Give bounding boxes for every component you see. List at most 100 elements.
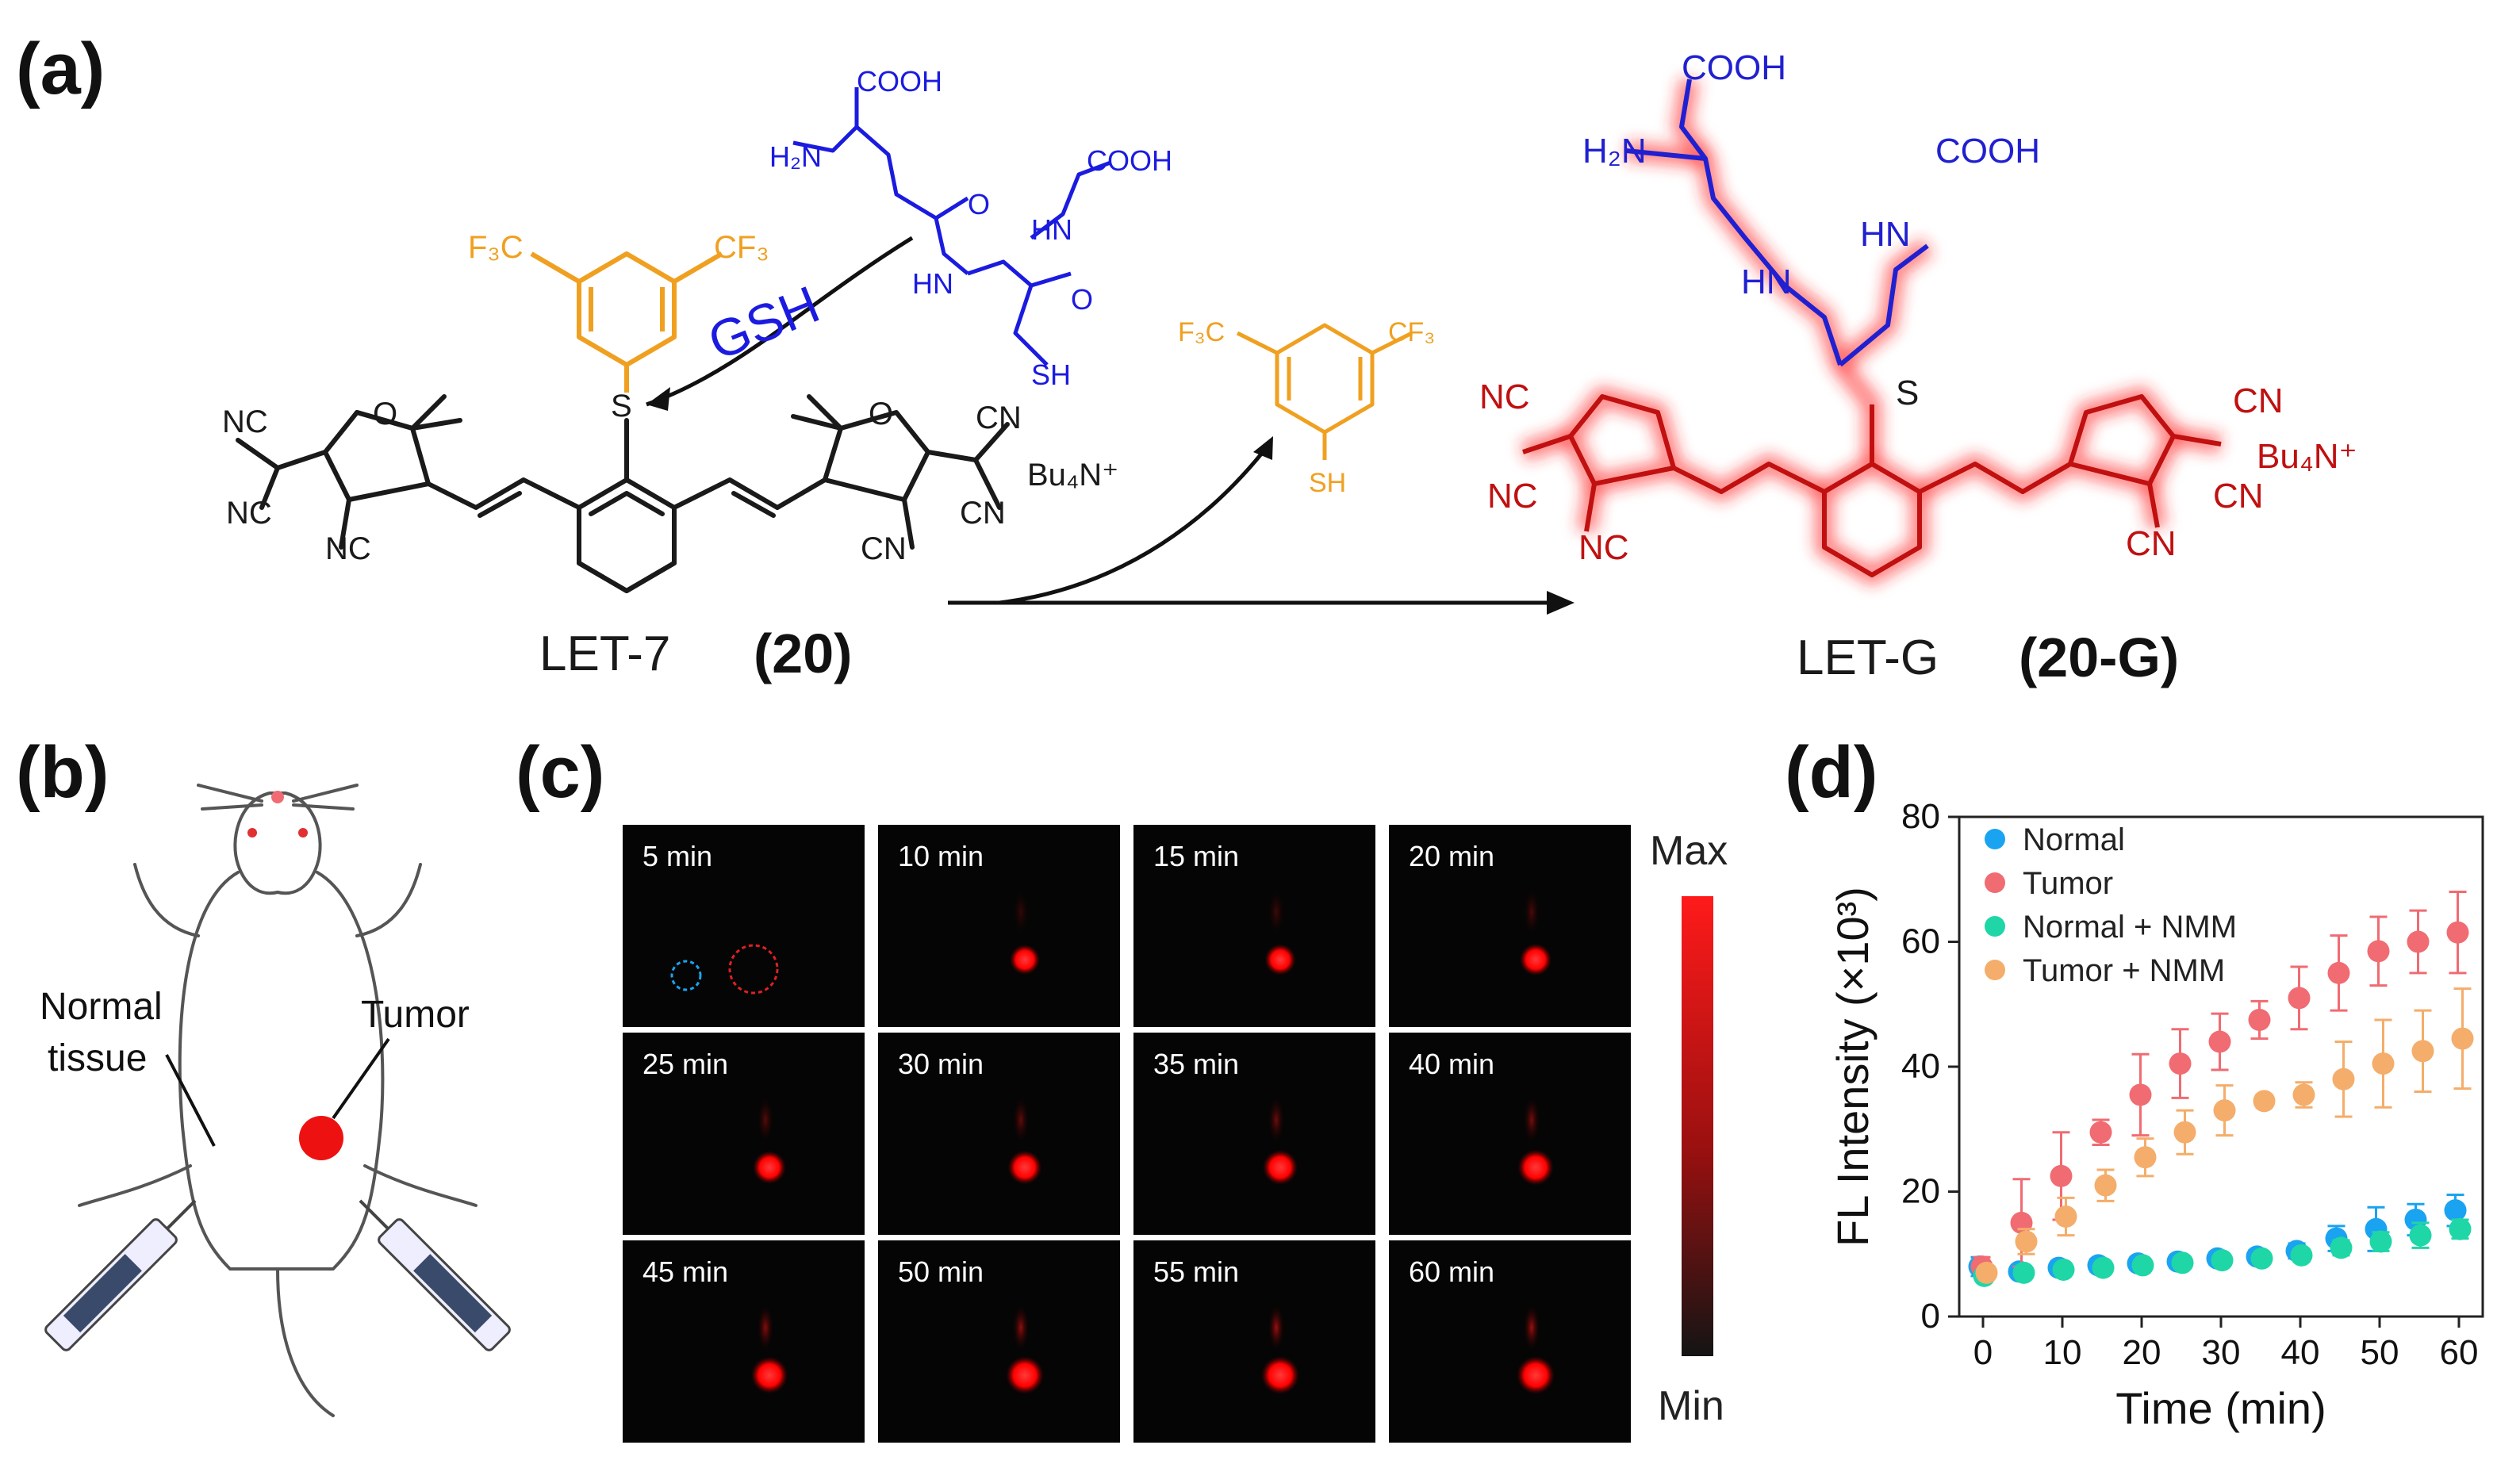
data-point: [2409, 1224, 2432, 1247]
frame-background: [878, 825, 1120, 1027]
frame-tile: 35 min: [1133, 1033, 1375, 1235]
frame-tile: 15 min: [1133, 825, 1375, 1027]
fluorescence-trail: [1013, 1305, 1029, 1350]
tumor-fluorescence-spot: [1261, 1356, 1299, 1394]
tumor-pointer: [332, 1037, 390, 1120]
panel-d-letter: (d): [1785, 732, 1878, 813]
letg-sulfur: S: [1896, 374, 1919, 412]
data-point: [2054, 1205, 2077, 1228]
data-point: [2369, 1230, 2392, 1253]
fluorescence-trail: [758, 1098, 773, 1142]
letg-cooh-1: COOH: [1682, 48, 1786, 87]
let7-aryl: [530, 251, 723, 393]
letg-cn-3: CN: [2126, 524, 2177, 563]
frame-time-label: 40 min: [1409, 1048, 1494, 1080]
legend-label: Tumor + NMM: [2023, 953, 2225, 988]
data-point: [2052, 1258, 2075, 1281]
y-tick-label: 20: [1901, 1172, 1940, 1211]
gsh-arrow: [646, 236, 914, 407]
gsh-o-2: O: [1071, 283, 1093, 316]
colorbar-max: Max: [1650, 828, 1728, 874]
gsh-structure: [792, 87, 1111, 366]
colorbar-min: Min: [1658, 1383, 1724, 1429]
legend-label: Normal + NMM: [2023, 910, 2237, 945]
tumor-fluorescence-spot: [1009, 944, 1041, 975]
colorbar: [1682, 896, 1713, 1356]
panel-a: (a): [16, 29, 2357, 688]
data-point: [2451, 1027, 2474, 1050]
legend-label: Tumor: [2023, 866, 2113, 901]
panel-b: (b) N: [16, 732, 511, 1417]
gsh-arrowhead: [646, 387, 670, 411]
data-point: [2330, 1236, 2353, 1259]
letg-name: LET-G: [1797, 631, 1939, 685]
tumor-fluorescence-spot: [753, 1151, 786, 1184]
frame-time-label: 45 min: [642, 1255, 728, 1288]
data-point: [2292, 1083, 2315, 1106]
data-point: [2211, 1249, 2234, 1272]
letg-cooh-2: COOH: [1935, 132, 2040, 171]
letg-cn-1: CN: [2233, 381, 2284, 420]
series-3: [1975, 987, 2474, 1284]
let7-o-right: O: [869, 397, 893, 431]
data-point: [2134, 1146, 2157, 1169]
y-tick-label: 80: [1901, 797, 1940, 836]
frame-tile: 25 min: [623, 1033, 865, 1235]
data-point: [2015, 1230, 2038, 1253]
legend-marker: [1985, 916, 2005, 937]
let7-number: (20): [754, 623, 852, 684]
let7-name: LET-7: [539, 627, 670, 681]
frame-time-label: 60 min: [1409, 1255, 1494, 1288]
data-point: [2092, 1256, 2115, 1279]
data-point: [2411, 1040, 2434, 1063]
frame-background: [1133, 1033, 1375, 1235]
tumor-fluorescence-spot: [1007, 1150, 1042, 1185]
tumor-roi-circle: [728, 944, 779, 995]
data-point: [2288, 987, 2311, 1010]
thiol-f3c: F₃C: [1178, 317, 1225, 347]
reaction-arrowhead: [1547, 591, 1575, 615]
panel-a-letter: (a): [16, 29, 105, 109]
data-point: [2169, 1052, 2192, 1075]
y-axis-label: FL Intensity (×10³): [1828, 887, 1878, 1247]
mouse-eye-right: [298, 828, 308, 837]
data-point: [2332, 1067, 2355, 1090]
frame-background: [878, 1240, 1120, 1443]
data-point: [2327, 961, 2350, 984]
let7-cn-1: CN: [976, 401, 1022, 435]
thiol-cf3: CF₃: [1388, 317, 1435, 347]
frame-time-label: 15 min: [1153, 840, 1239, 872]
fluorescence-trail: [1268, 1098, 1284, 1142]
tumor-fluorescence-spot: [1519, 943, 1552, 976]
fluorescence-trail: [1524, 1098, 1540, 1142]
frame-time-label: 20 min: [1409, 840, 1494, 872]
panel-b-letter: (b): [16, 732, 109, 813]
legend-marker: [1985, 872, 2005, 893]
syringe-right: [359, 1199, 511, 1351]
letg-hn-1: HN: [1860, 215, 1911, 254]
let7-counterion: Bu₄N⁺: [1027, 458, 1118, 493]
data-point: [2290, 1244, 2313, 1267]
normal-roi-circle: [670, 960, 702, 991]
x-tick-label: 50: [2361, 1333, 2399, 1372]
let7-o-left: O: [373, 397, 397, 431]
data-point: [2449, 1217, 2472, 1240]
frame-tile: 10 min: [878, 825, 1120, 1027]
x-axis-label: Time (min): [2115, 1383, 2326, 1433]
y-tick-label: 60: [1901, 922, 1940, 961]
frame-time-label: 25 min: [642, 1048, 728, 1080]
letg-cn-2: CN: [2213, 477, 2264, 516]
data-point: [2407, 930, 2430, 953]
let7-structure: [236, 394, 1010, 593]
gsh-h2n: H₂N: [769, 140, 822, 173]
frame-tile: 20 min: [1389, 825, 1631, 1027]
let7-cf3: CF₃: [714, 230, 769, 265]
x-tick-label: 60: [2440, 1333, 2479, 1372]
frame-time-label: 55 min: [1153, 1255, 1239, 1288]
letg-counterion: Bu₄N⁺: [2257, 437, 2357, 476]
let7-nc-2: NC: [226, 496, 272, 531]
letg-structure: [1519, 77, 2223, 585]
letg-h2n: H₂N: [1582, 132, 1647, 171]
